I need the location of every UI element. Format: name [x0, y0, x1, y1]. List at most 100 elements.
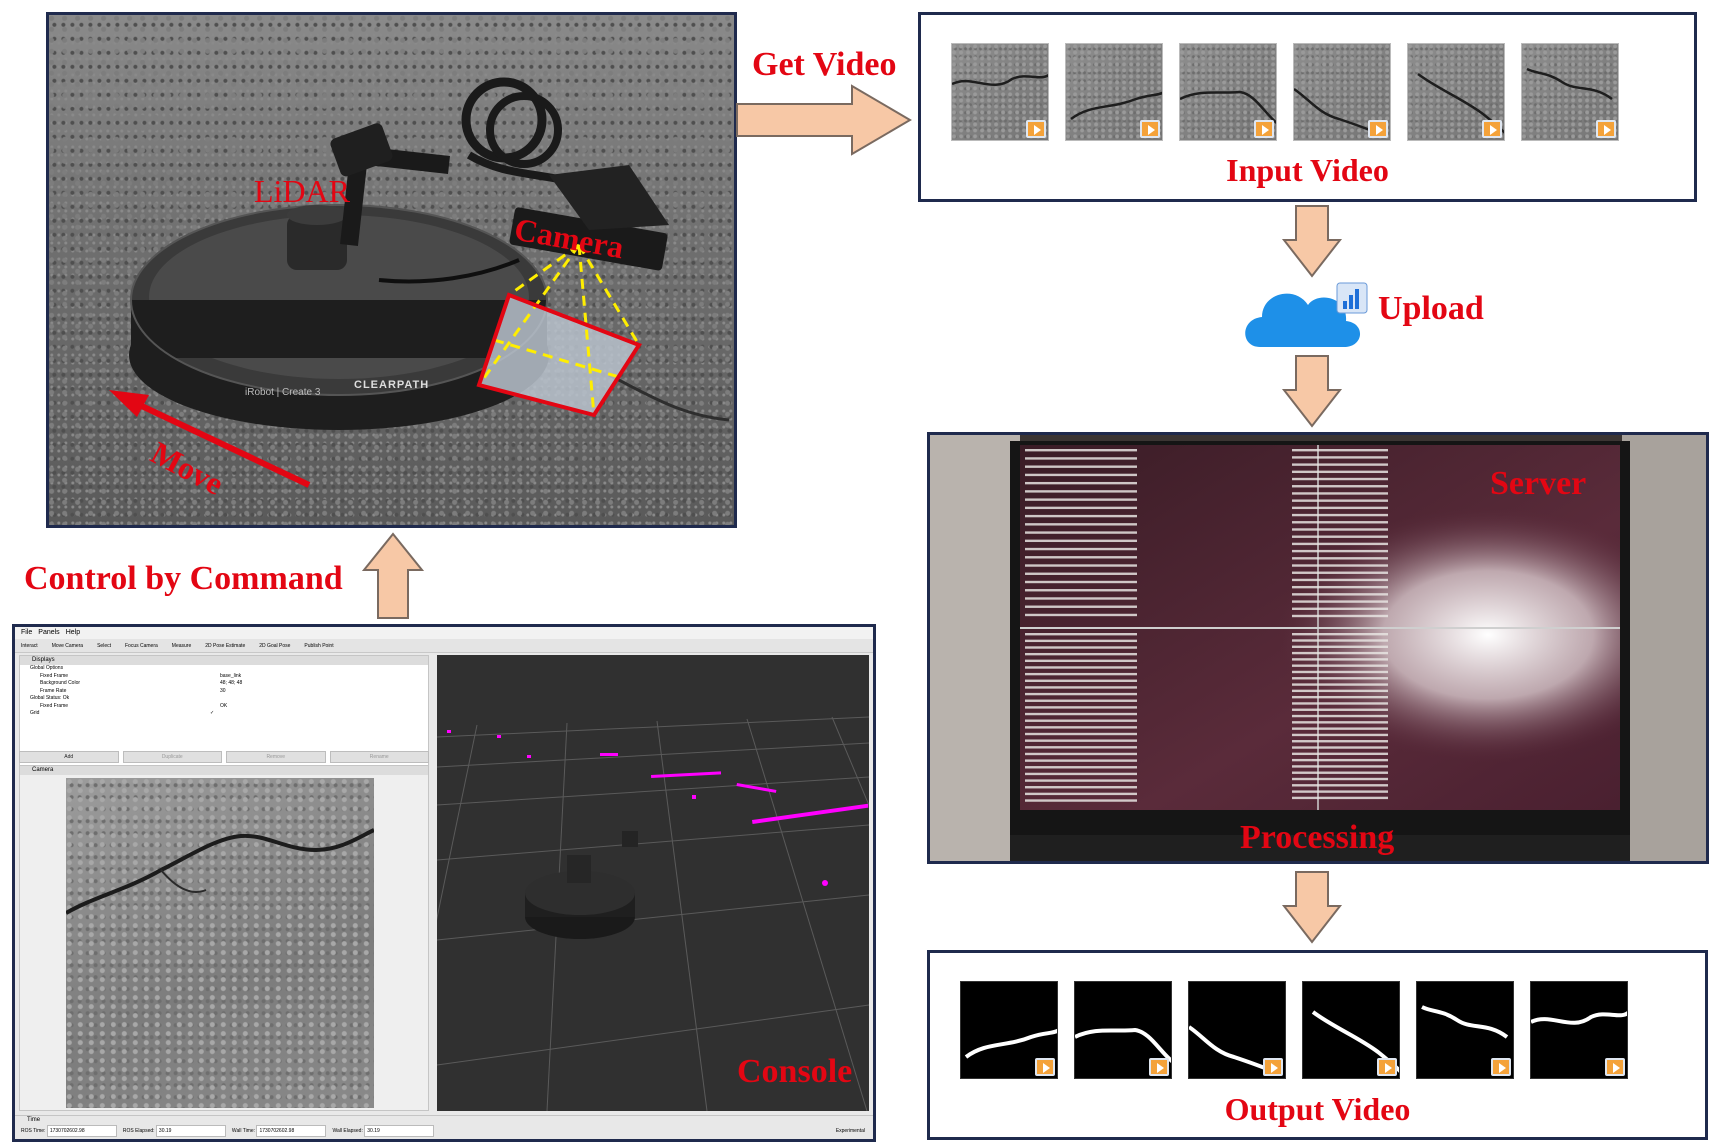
terminal-line	[1025, 652, 1137, 656]
status-label: ROS Elapsed:	[122, 1128, 156, 1134]
input-video-thumbnail[interactable]	[1521, 43, 1619, 141]
play-icon[interactable]	[1482, 120, 1502, 138]
status-value[interactable]: 30.19	[155, 1125, 226, 1137]
input-video-thumbnail[interactable]	[1065, 43, 1163, 141]
terminal-line	[1292, 664, 1388, 667]
terminal-line	[1025, 473, 1137, 477]
add-button[interactable]: Add	[19, 751, 119, 763]
terminal-line	[1292, 765, 1388, 768]
toolbar-tool[interactable]: 2D Pose Estimate	[205, 643, 246, 649]
display-row-name: Fixed Frame	[40, 702, 69, 709]
terminal-line	[1292, 639, 1388, 642]
status-value[interactable]: 1730702602.98	[46, 1125, 117, 1137]
terminal-line	[1025, 580, 1137, 584]
input-video-panel: Input Video	[918, 12, 1697, 202]
display-row[interactable]: Global Options	[20, 665, 428, 673]
play-icon[interactable]	[1035, 1058, 1055, 1076]
toolbar-tool[interactable]: 2D Goal Pose	[259, 643, 291, 649]
status-field: Wall Elapsed: 30.19	[332, 1125, 435, 1137]
output-video-thumbnail[interactable]	[1530, 981, 1628, 1079]
input-video-thumbnail[interactable]	[1293, 43, 1391, 141]
terminal-line	[1025, 514, 1137, 518]
toolbar-tool[interactable]: Measure	[171, 643, 192, 649]
upload-label: Upload	[1378, 290, 1484, 327]
experimental-checkbox[interactable]: Experimental	[835, 1128, 865, 1134]
terminal-line	[1025, 706, 1137, 709]
menu-item-help[interactable]: Help	[65, 629, 81, 636]
terminal-line	[1292, 600, 1388, 603]
terminal-line	[1025, 613, 1137, 617]
remove-button[interactable]: Remove	[226, 751, 326, 763]
terminal-line	[1292, 683, 1388, 686]
duplicate-button[interactable]: Duplicate	[122, 751, 222, 763]
rviz-toolbar: Interact Move Camera Select Focus Camera Mea…	[15, 639, 873, 653]
play-icon[interactable]	[1377, 1058, 1397, 1076]
play-icon[interactable]	[1254, 120, 1274, 138]
play-icon[interactable]	[1263, 1058, 1283, 1076]
terminal-line	[1292, 492, 1388, 495]
input-video-thumbnail[interactable]	[1407, 43, 1505, 141]
display-row-name: Global Options	[30, 665, 64, 671]
play-icon[interactable]	[1605, 1058, 1625, 1076]
rename-button[interactable]: Rename	[329, 751, 429, 763]
terminal-line	[1025, 506, 1137, 510]
display-row-value: 48; 48; 48	[220, 680, 243, 686]
output-video-thumbnail[interactable]	[1302, 981, 1400, 1079]
toolbar-tool[interactable]: Move Camera	[51, 643, 84, 649]
play-icon[interactable]	[1491, 1058, 1511, 1076]
display-row[interactable]: Global Status: Ok	[20, 695, 428, 703]
menu-item-panels[interactable]: Panels	[38, 629, 60, 636]
play-icon[interactable]	[1368, 120, 1388, 138]
play-icon[interactable]	[1596, 120, 1616, 138]
play-icon[interactable]	[1140, 120, 1160, 138]
robot-model: iRobot | Create 3	[245, 387, 321, 398]
play-icon[interactable]	[1149, 1058, 1169, 1076]
move-arrow-head	[109, 390, 149, 417]
terminal-line	[1025, 739, 1137, 742]
ground-crack	[608, 373, 730, 422]
terminal-line	[1025, 589, 1137, 592]
output-video-thumbnail[interactable]	[1074, 981, 1172, 1079]
menu-item-file[interactable]: File	[21, 629, 33, 636]
terminal-line	[1025, 523, 1137, 526]
input-video-thumbnail[interactable]	[1179, 43, 1277, 141]
output-video-thumbnail[interactable]	[960, 981, 1058, 1079]
terminal-output	[1025, 449, 1388, 802]
display-row[interactable]: Grid✓	[20, 710, 428, 718]
server-panel: Server Processing	[927, 432, 1709, 864]
terminal-line	[1025, 556, 1137, 559]
toolbar-tool[interactable]: Select	[97, 643, 111, 649]
toolbar-tool[interactable]: Publish Point	[304, 643, 334, 649]
status-label: Wall Elapsed:	[332, 1128, 365, 1134]
robot-illustration	[109, 77, 730, 488]
display-row-value: base_link	[220, 672, 242, 679]
terminal-line	[1025, 732, 1137, 736]
status-value[interactable]: 30.19	[364, 1125, 435, 1137]
terminal-line	[1292, 733, 1388, 737]
status-value[interactable]: 1730702602.98	[256, 1125, 327, 1137]
terminal-line	[1025, 481, 1137, 485]
terminal-line	[1025, 746, 1137, 749]
terminal-line	[1292, 607, 1388, 610]
get-video-arrow	[736, 84, 912, 156]
terminal-line	[1292, 470, 1388, 474]
terminal-line	[1292, 585, 1388, 589]
robot-photo-panel: CLEARPATH iRobot | Create 3 LiDAR Camera…	[46, 12, 737, 528]
play-icon[interactable]	[1026, 120, 1046, 138]
toolbar-tool[interactable]: Interact	[21, 643, 38, 649]
input-video-thumbnail[interactable]	[951, 43, 1049, 141]
status-label: Wall Time:	[231, 1128, 257, 1134]
get-video-label: Get Video	[752, 46, 897, 83]
rviz-3d-view[interactable]: Console	[437, 655, 869, 1111]
output-video-thumbnail[interactable]	[1188, 981, 1286, 1079]
toolbar-tool[interactable]: Focus Camera	[125, 643, 158, 649]
output-video-thumbnail[interactable]	[1416, 981, 1514, 1079]
terminal-line	[1025, 692, 1137, 696]
terminal-line	[1292, 564, 1388, 567]
